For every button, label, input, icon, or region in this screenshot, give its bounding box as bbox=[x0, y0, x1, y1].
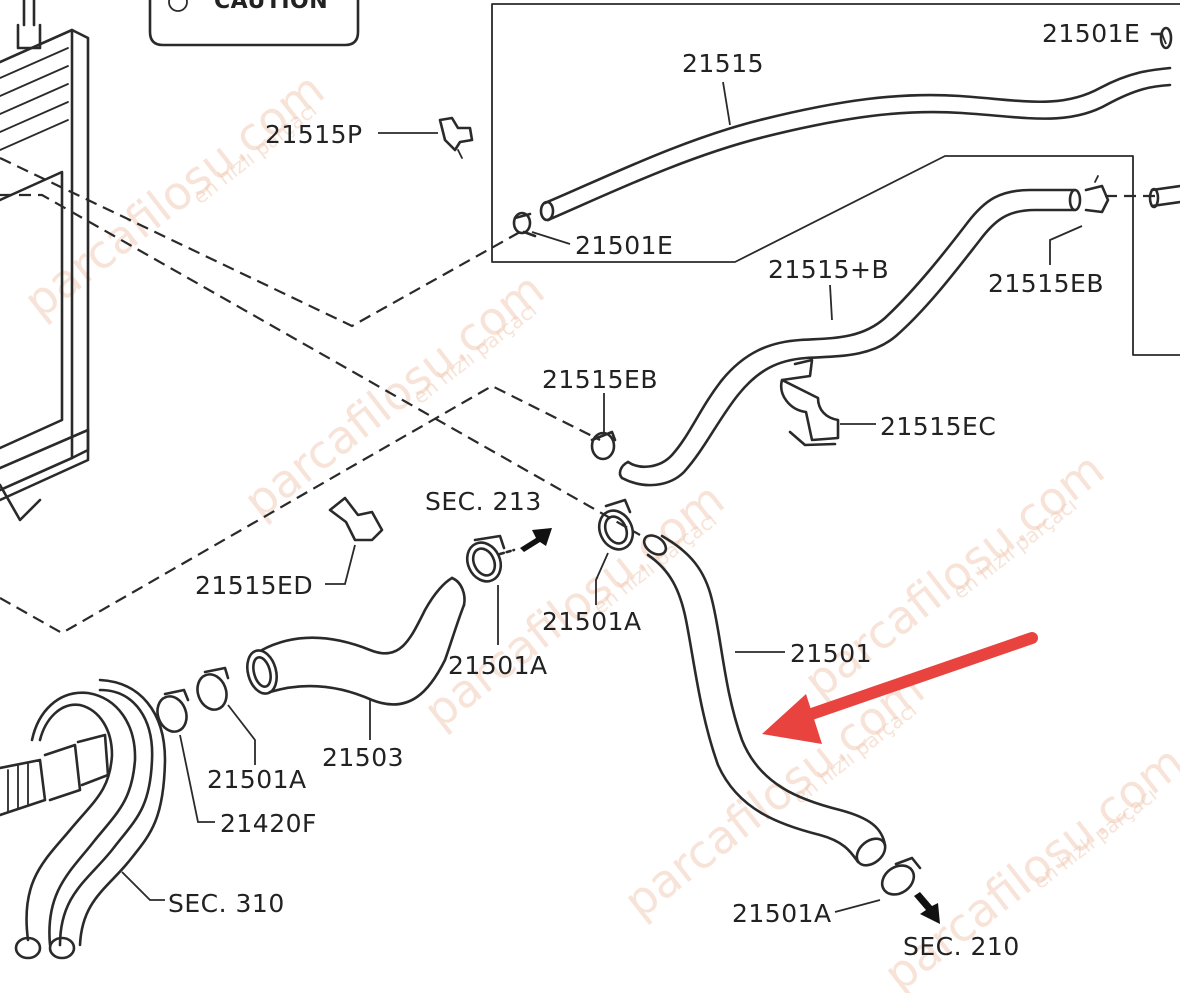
part-labels: 21501E 21515 21515P 21501E 21515+B 21515… bbox=[168, 19, 1140, 961]
clamp-21501E-mid bbox=[512, 211, 537, 238]
label-21420F: 21420F bbox=[220, 809, 317, 838]
label-21501A-3: 21501A bbox=[207, 765, 307, 794]
label-21501: 21501 bbox=[790, 639, 872, 668]
label-21503: 21503 bbox=[322, 743, 404, 772]
bracket-21515EC bbox=[779, 358, 840, 447]
clamps bbox=[156, 26, 1180, 896]
leader-lines bbox=[121, 33, 1167, 913]
watermark-text: parcafilosu.com bbox=[614, 662, 935, 929]
clamp-21501A-2 bbox=[597, 498, 635, 551]
label-21501E-top: 21501E bbox=[1042, 19, 1140, 48]
label-21515: 21515 bbox=[682, 49, 764, 78]
clamp-21501A-1 bbox=[465, 534, 506, 583]
label-21515EB-mid: 21515EB bbox=[542, 365, 658, 394]
caution-symbol-icon bbox=[168, 0, 188, 12]
label-21515B: 21515+B bbox=[768, 255, 889, 284]
label-21515EC: 21515EC bbox=[880, 412, 996, 441]
radiator bbox=[0, 0, 90, 522]
red-arrow-icon bbox=[762, 632, 1038, 744]
label-sec-310: SEC. 310 bbox=[168, 889, 285, 918]
clamp-21420F bbox=[156, 688, 190, 733]
bracket-21515ED bbox=[328, 496, 384, 542]
label-21501A-2: 21501A bbox=[542, 607, 642, 636]
watermark-layer: parcafilosu.com en hızlı parçacı parcafi… bbox=[14, 62, 1180, 993]
label-sec-213: SEC. 213 bbox=[425, 487, 542, 516]
label-21515ED: 21515ED bbox=[195, 571, 313, 600]
label-21501E-mid: 21501E bbox=[575, 231, 673, 260]
hose-21515B bbox=[618, 188, 1082, 487]
clamp-21515EB-mid bbox=[590, 430, 617, 461]
label-21515EB-right: 21515EB bbox=[988, 269, 1104, 298]
hose-21503 bbox=[246, 576, 466, 706]
connector-right-top bbox=[1148, 184, 1180, 209]
clamp-21515P bbox=[438, 116, 474, 159]
label-21515P: 21515P bbox=[265, 120, 363, 149]
clamp-21515EB-right bbox=[1084, 175, 1110, 214]
label-21501A-1: 21501A bbox=[448, 651, 548, 680]
black-arrow-icon bbox=[498, 528, 552, 556]
hose-21501 bbox=[642, 534, 887, 867]
label-sec-210: SEC. 210 bbox=[903, 932, 1020, 961]
label-21501A-4: 21501A bbox=[732, 899, 832, 928]
caution-label: CAUTION bbox=[214, 0, 328, 14]
clamp-21501E-top bbox=[1150, 26, 1173, 50]
caution-plate: CAUTION bbox=[148, 0, 360, 47]
black-arrow-icon bbox=[914, 892, 940, 924]
clamp-21501A-4 bbox=[880, 856, 922, 896]
clamp-21501A-3 bbox=[196, 666, 230, 711]
hose-21515 bbox=[539, 66, 1172, 222]
assembly-box-outline bbox=[491, 3, 1180, 356]
hose-group-sec310 bbox=[0, 678, 167, 960]
